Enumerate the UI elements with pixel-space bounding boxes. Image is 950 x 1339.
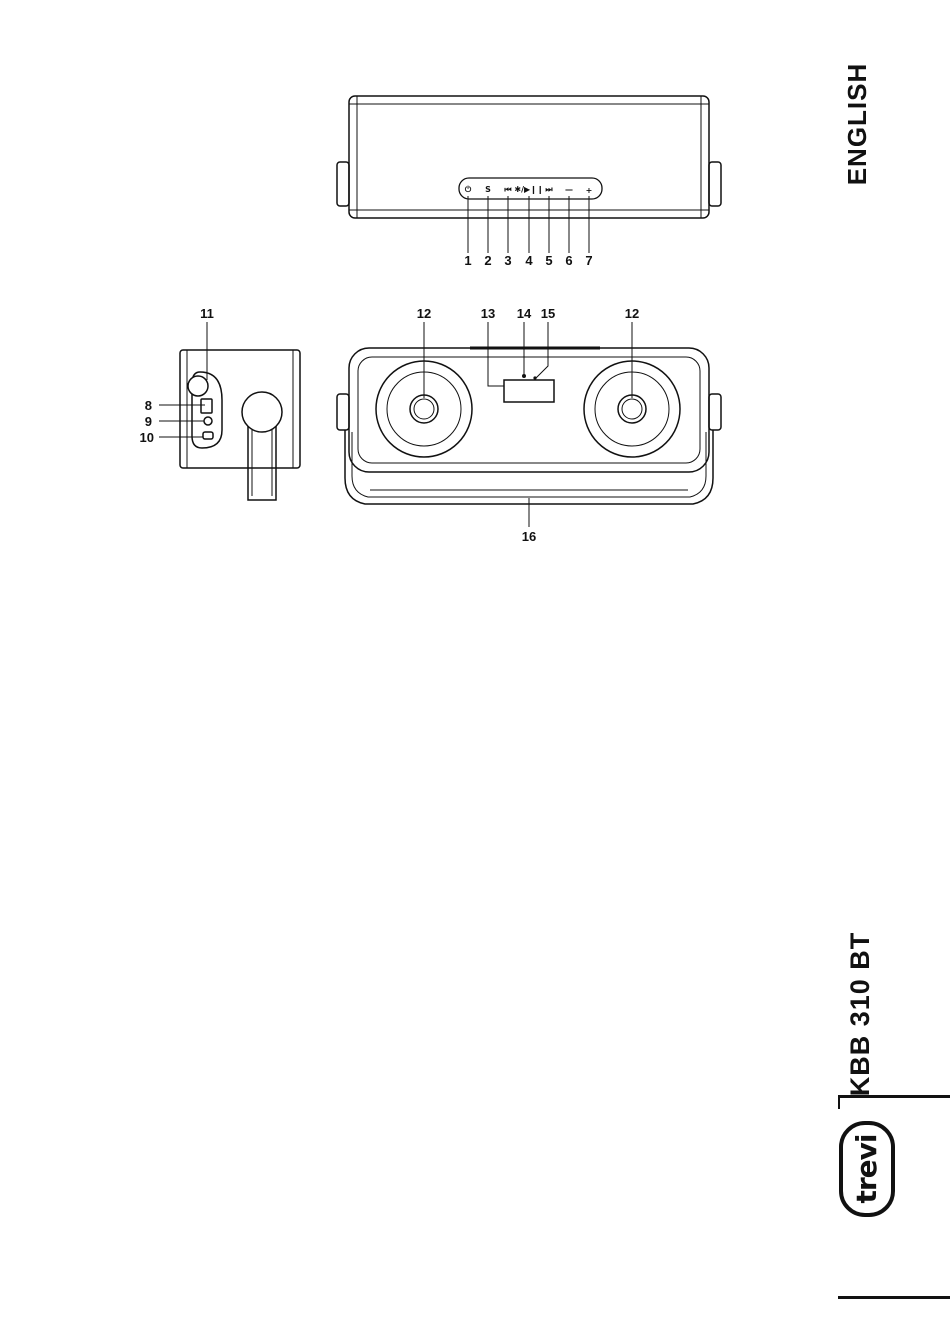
previous-icon: ⏮ — [504, 185, 511, 194]
button-strip-glyphs: ⏻ S ⏮ ✱/▶❙❙ ⏭ — + — [465, 185, 593, 195]
power-icon: ⏻ — [465, 185, 472, 194]
language-label: ENGLISH — [841, 59, 873, 189]
side-view — [180, 350, 300, 500]
callout-10: 10 — [140, 430, 154, 445]
callout-15: 15 — [541, 306, 555, 321]
bluetooth-play-pause-icon: ✱/▶❙❙ — [514, 185, 543, 194]
callout-2: 2 — [484, 253, 491, 268]
side-callout-numbers: 11 8 9 10 — [140, 306, 214, 445]
model-divider — [838, 1095, 950, 1098]
callout-12-right: 12 — [625, 306, 639, 321]
callout-13: 13 — [481, 306, 495, 321]
volume-down-icon: — — [565, 185, 573, 194]
front-callout-lines — [424, 322, 632, 527]
speaker-diagrams: ⏻ S ⏮ ✱/▶❙❙ ⏭ — + 1 2 3 4 5 6 7 — [0, 0, 950, 600]
source-icon: S — [485, 185, 491, 194]
callout-1: 1 — [464, 253, 471, 268]
callout-7: 7 — [585, 253, 592, 268]
led-indicator-dot — [533, 376, 536, 379]
callout-6: 6 — [565, 253, 572, 268]
front-callout-numbers: 12 13 14 15 12 16 — [417, 306, 639, 544]
model-name: KBB 310 BT — [842, 924, 878, 1104]
callout-12-left: 12 — [417, 306, 431, 321]
callout-5: 5 — [545, 253, 552, 268]
footer-rule — [838, 1296, 950, 1299]
callout-8: 8 — [145, 398, 152, 413]
callout-4: 4 — [525, 253, 533, 268]
model-divider-vertical — [838, 1095, 840, 1109]
callout-11: 11 — [200, 306, 214, 321]
front-view — [337, 348, 721, 504]
top-callout-numbers: 1 2 3 4 5 6 7 — [464, 253, 592, 268]
trevi-logo: trevi — [838, 1120, 896, 1218]
callout-9: 9 — [145, 414, 152, 429]
next-icon: ⏭ — [545, 185, 553, 194]
callout-16: 16 — [522, 529, 536, 544]
product-figure: ⏻ S ⏮ ✱/▶❙❙ ⏭ — + 1 2 3 4 5 6 7 — [0, 0, 950, 600]
logo-wordmark: trevi — [848, 1118, 886, 1220]
callout-14: 14 — [517, 306, 532, 321]
volume-up-icon: + — [586, 186, 593, 195]
ir-sensor-dot — [522, 374, 526, 378]
top-callout-lines — [468, 196, 589, 253]
callout-3: 3 — [504, 253, 511, 268]
